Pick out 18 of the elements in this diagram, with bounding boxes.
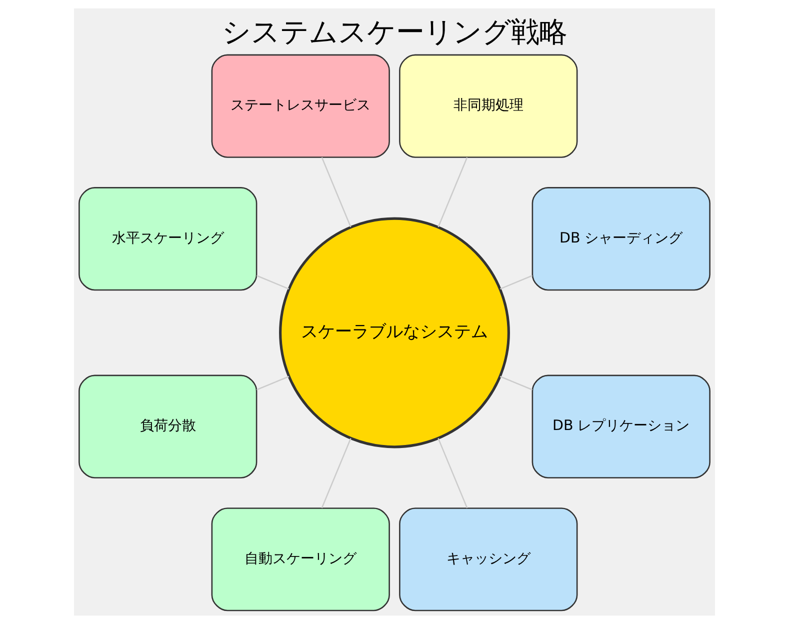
connector (256, 376, 290, 390)
connector (438, 157, 468, 228)
node-circle: スケーラブルなシステム (279, 217, 510, 448)
node-box: 水平スケーリング (78, 187, 258, 291)
node-box: DB レプリケーション (532, 374, 710, 478)
connector (321, 438, 352, 508)
node-box: キャッシング (399, 508, 578, 612)
diagram-title: システムスケーリング戦略 (222, 15, 567, 48)
node-box: ステートレスサービス (211, 54, 390, 158)
node-box: 自動スケーリング (211, 508, 390, 612)
connector (500, 275, 533, 290)
connector (321, 157, 352, 228)
node-box: 非同期処理 (399, 54, 578, 158)
connector (438, 438, 468, 508)
connector (256, 275, 290, 290)
connector (500, 376, 533, 390)
node-box: 負荷分散 (78, 374, 258, 478)
node-box: DB シャーディング (532, 187, 710, 291)
